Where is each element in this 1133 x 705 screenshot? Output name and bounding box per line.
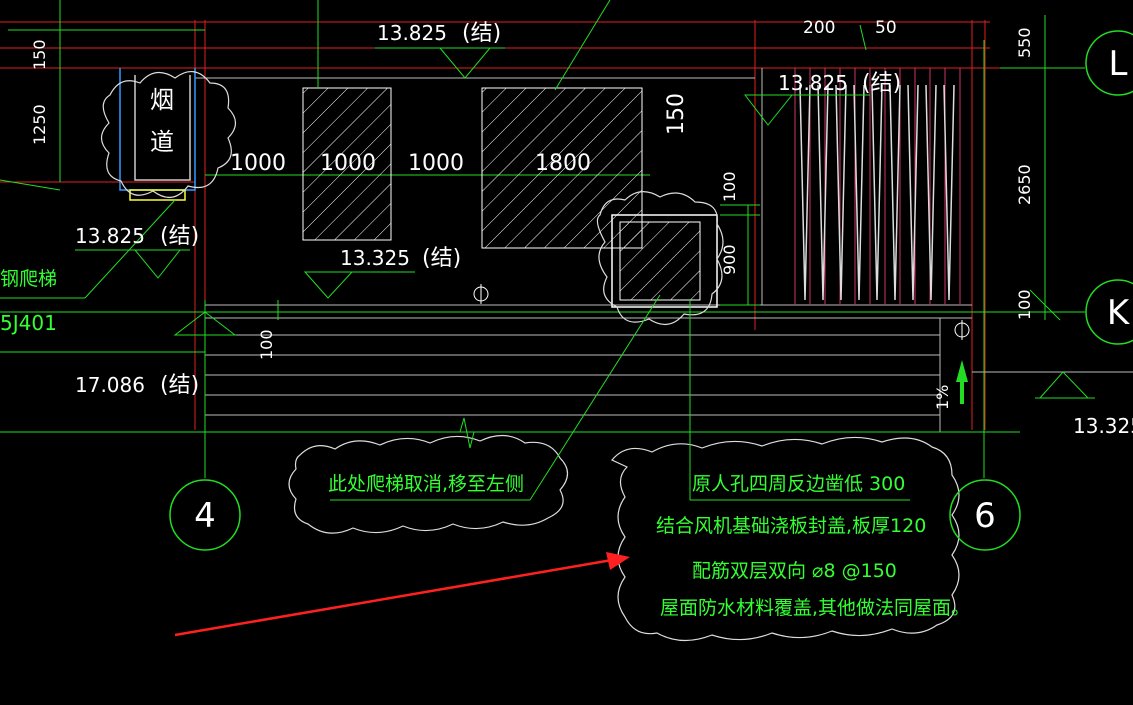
- ladder-ref: 5J401: [0, 311, 57, 335]
- grid-label-K: K: [1107, 293, 1131, 333]
- slope-label: 1%: [933, 385, 952, 410]
- centerline-symbol: [473, 284, 970, 340]
- manhole-opening: [611, 214, 718, 308]
- elev-right-struct: 13.825: [778, 71, 848, 95]
- dim-1000-b: 1000: [320, 151, 376, 176]
- grid-label-4: 4: [194, 496, 216, 536]
- elev-mid-struct: 13.325: [340, 246, 410, 270]
- dim-1250: 1250: [30, 104, 49, 145]
- revision-cloud-chimney: [100, 71, 237, 198]
- elev-right-bottom: 13.325: [1073, 414, 1133, 438]
- break-line: [440, 417, 490, 449]
- elev-left-struct: 13.825: [75, 224, 145, 248]
- grid-bubble-4: [169, 479, 241, 551]
- revision-cloud-note-right: [611, 436, 960, 642]
- manhole-hatch: [619, 221, 701, 301]
- elev-left-struct-tag: (结): [160, 224, 199, 249]
- stair-treads: [799, 84, 955, 301]
- chimney-outline: [119, 68, 196, 201]
- slope-arrow-icon: [956, 360, 968, 404]
- chimney-label-2: 道: [150, 128, 174, 156]
- grid-label-L: L: [1109, 44, 1128, 84]
- elev-mid-struct-tag: (结): [422, 246, 461, 271]
- dim-550: 550: [1015, 27, 1034, 58]
- dim-2650: 2650: [1015, 164, 1034, 205]
- revision-cloud-manhole: [596, 191, 724, 325]
- dim-1000-a: 1000: [230, 151, 286, 176]
- dim-1000-c: 1000: [408, 151, 464, 176]
- note-ladder-removed: 此处爬梯取消,移至左侧: [328, 473, 524, 495]
- elevation-markers: [75, 47, 1095, 399]
- dim-50: 50: [875, 18, 897, 38]
- note-line-2: 结合风机基础浇板封盖,板厚120: [656, 515, 926, 537]
- dim-1800: 1800: [535, 151, 591, 176]
- red-arrow-icon: [174, 552, 630, 637]
- grid-bubble-K: [1085, 279, 1133, 345]
- leader-lines: [0, 0, 910, 501]
- dim-150-left: 150: [30, 39, 49, 70]
- dim-100-b: 100: [257, 329, 276, 360]
- revision-cloud-note-left: [288, 434, 569, 534]
- hatched-opening-1800: [481, 87, 643, 249]
- dim-100-right: 100: [1015, 289, 1034, 320]
- elev-right-struct-tag: (结): [862, 71, 901, 96]
- hatched-opening-1000: [302, 87, 392, 241]
- dim-200: 200: [803, 18, 835, 38]
- note-line-1: 原人孔四周反边凿低 300: [692, 473, 905, 495]
- dim-150-vertical: 150: [664, 93, 689, 135]
- ladder-label: 钢爬梯: [0, 268, 57, 290]
- grid-label-6: 6: [974, 496, 996, 536]
- note-line-3: 配筋双层双向 ⌀8 @150: [692, 560, 897, 582]
- elev-lower-left-tag: (结): [160, 373, 199, 398]
- chimney-label-1: 烟: [150, 86, 174, 114]
- dim-100-a: 100: [720, 171, 739, 202]
- gray-outline-lines: [195, 68, 1133, 432]
- grid-bubble-L: [1085, 30, 1133, 96]
- grid-bubble-6: [949, 479, 1021, 551]
- note-line-4: 屋面防水材料覆盖,其他做法同屋面。: [660, 597, 970, 619]
- dimension-ticks: [277, 24, 1061, 321]
- elev-lower-left: 17.086: [75, 373, 145, 397]
- elev-top-struct: 13.825: [377, 21, 447, 45]
- elev-top-struct-tag: (结): [462, 21, 501, 46]
- dim-900: 900: [720, 244, 739, 275]
